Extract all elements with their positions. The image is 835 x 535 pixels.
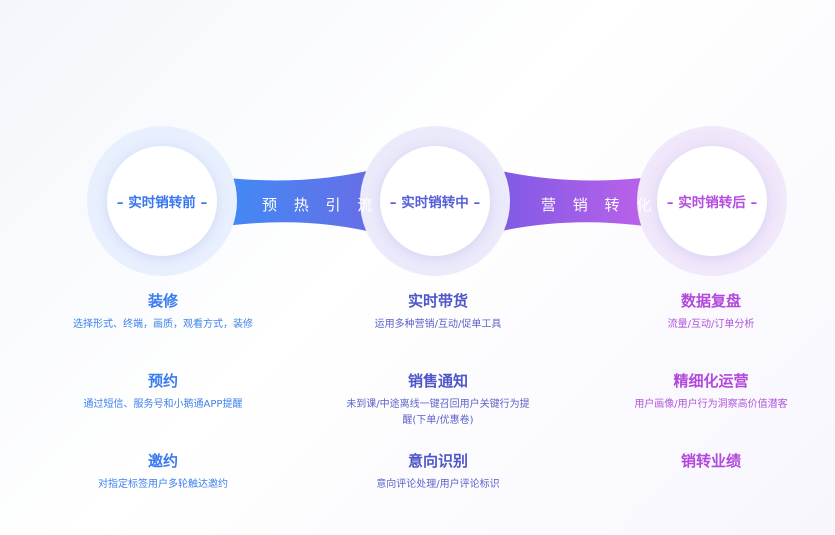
feature-desc: 对指定标签用户多轮触达邀约 [98,479,228,490]
feature-item: 装修 选择形式、终端，画质，观看方式，装修 [68,290,258,333]
connector-label-warmup: 预 热 引 流 [262,196,379,214]
feature-title: 预约 [147,372,178,390]
feature-desc: 选择形式、终端，画质，观看方式，装修 [73,319,253,330]
feature-item: 销售通知 未到课/中途离线一键召回用户关键行为提醒(下单/优惠卷) [343,370,533,429]
band-left [212,168,380,234]
stage-after-circle: – 实时销转后 – [637,126,787,276]
feature-title: 意向识别 [407,452,468,470]
feature-title: 装修 [147,292,178,310]
stage-during-label: – 实时销转中 – [380,146,490,256]
feature-title: 精细化运营 [673,372,749,390]
feature-item: 精细化运营 用户画像/用户行为洞察高价值潜客 [616,370,806,413]
feature-desc: 未到课/中途离线一键召回用户关键行为提醒(下单/优惠卷) [346,399,530,426]
feature-title: 销售通知 [407,372,468,390]
feature-desc: 运用多种营销/互动/促单工具 [374,319,502,330]
stage-during-circle: – 实时销转中 – [360,126,510,276]
stage-after-label: – 实时销转后 – [657,146,767,256]
feature-desc: 流量/互动/订单分析 [667,319,755,330]
feature-desc: 通过短信、服务号和小鹅通APP提醒 [83,399,243,410]
stage-before-circle: – 实时销转前 – [87,126,237,276]
stage-before-label: – 实时销转前 – [107,146,217,256]
band-right [488,168,658,234]
feature-desc: 用户画像/用户行为洞察高价值潜客 [634,399,788,410]
feature-title: 实时带货 [407,292,468,310]
feature-item: 数据复盘 流量/互动/订单分析 [616,290,806,333]
feature-item: 邀约 对指定标签用户多轮触达邀约 [68,450,258,493]
feature-item: 销转业绩 [616,450,806,477]
feature-title: 销转业绩 [680,452,741,470]
feature-item: 意向识别 意向评论处理/用户评论标识 [343,450,533,493]
feature-item: 实时带货 运用多种营销/互动/促单工具 [343,290,533,333]
feature-item: 预约 通过短信、服务号和小鹅通APP提醒 [68,370,258,413]
feature-title: 邀约 [147,452,178,470]
feature-desc: 意向评论处理/用户评论标识 [376,479,500,490]
feature-title: 数据复盘 [680,292,741,310]
connector-label-conversion: 营 销 转 化 [541,196,658,214]
